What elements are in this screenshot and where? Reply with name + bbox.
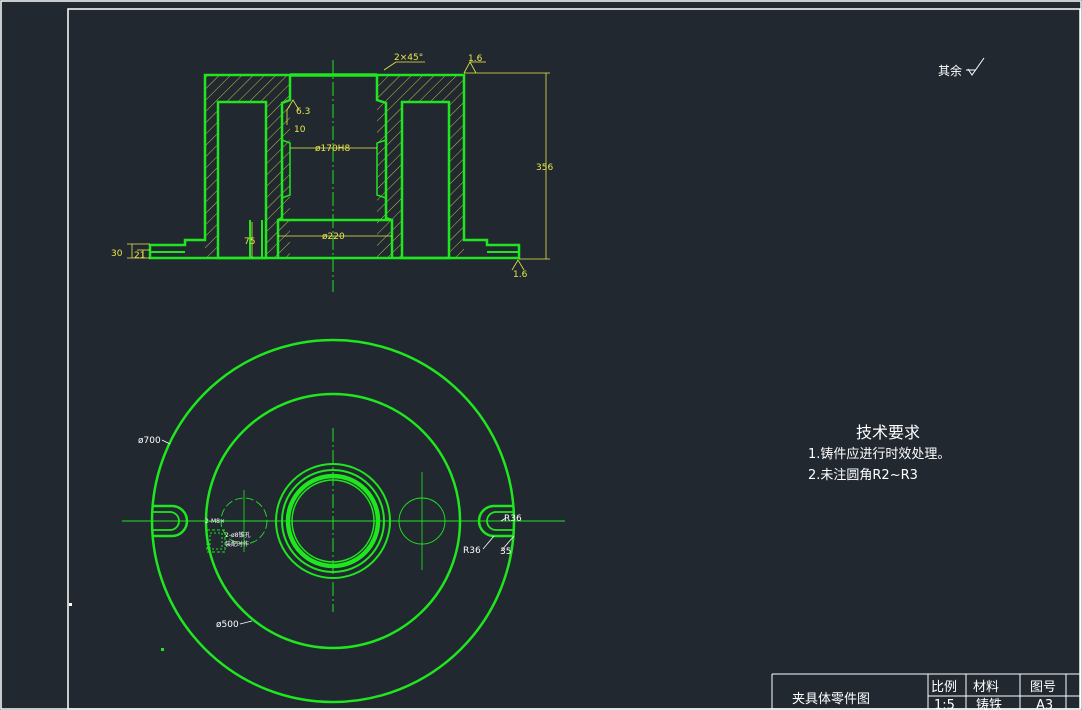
bore-depth-label: 10 bbox=[294, 125, 306, 135]
flange-step-label: 21 bbox=[134, 251, 145, 261]
part-name: 夹具体零件图 bbox=[792, 692, 870, 707]
outer-dia-label: ø700 bbox=[138, 436, 161, 446]
mid-dia-label: ø500 bbox=[216, 620, 239, 630]
section-view: 2×45° 1.6 6.3 10 ø170H8 356 ø220 75 30 2… bbox=[111, 53, 553, 292]
roughness-check-icon bbox=[967, 57, 985, 76]
bore-right-edge bbox=[375, 75, 394, 258]
base-bore-depth-label: 75 bbox=[244, 237, 255, 247]
drawing-no-value: A3 bbox=[1036, 698, 1053, 710]
roughness-top-label: 1.6 bbox=[468, 54, 483, 64]
slot-width-label: 35 bbox=[500, 547, 511, 557]
tech-req-item-2: 2.未注圆角R2~R3 bbox=[808, 468, 918, 483]
roughness-bottom-label: 1.6 bbox=[513, 270, 528, 280]
bore-dia-label: ø170H8 bbox=[315, 144, 350, 154]
slot-radius-label: R36 bbox=[463, 546, 481, 556]
body-outline bbox=[148, 73, 521, 260]
slot-outer-radius-label: R36 bbox=[504, 514, 522, 524]
hole-note-2: 2-ø8锥孔 bbox=[225, 531, 250, 539]
height-label: 356 bbox=[536, 163, 553, 173]
drawing-no-label: 图号 bbox=[1030, 680, 1056, 695]
plan-view bbox=[69, 338, 565, 704]
material-label: 材料 bbox=[973, 680, 999, 695]
base-bore-label: ø220 bbox=[322, 232, 345, 242]
title-block bbox=[771, 673, 1080, 709]
scale-value: 1:5 bbox=[934, 698, 955, 710]
surface-note-label: 其余 bbox=[938, 63, 962, 78]
roughness-side-label: 6.3 bbox=[296, 107, 310, 117]
material-value: 铸铁 bbox=[976, 697, 1002, 710]
bore-left-edge bbox=[276, 75, 292, 258]
inner-frame bbox=[67, 8, 1081, 710]
hole-note-3: 装配时作 bbox=[225, 540, 249, 548]
tech-req-item-1: 1.铸件应进行时效处理。 bbox=[808, 446, 950, 462]
tech-req-title: 技术要求 bbox=[856, 423, 920, 442]
right-cavity bbox=[400, 100, 451, 260]
flange-thick-label: 30 bbox=[111, 249, 123, 259]
left-cavity bbox=[216, 100, 268, 260]
chamfer-label: 2×45° bbox=[394, 53, 423, 63]
hole-note-1: 2-M8× bbox=[205, 518, 225, 525]
scale-label: 比例 bbox=[931, 680, 957, 695]
